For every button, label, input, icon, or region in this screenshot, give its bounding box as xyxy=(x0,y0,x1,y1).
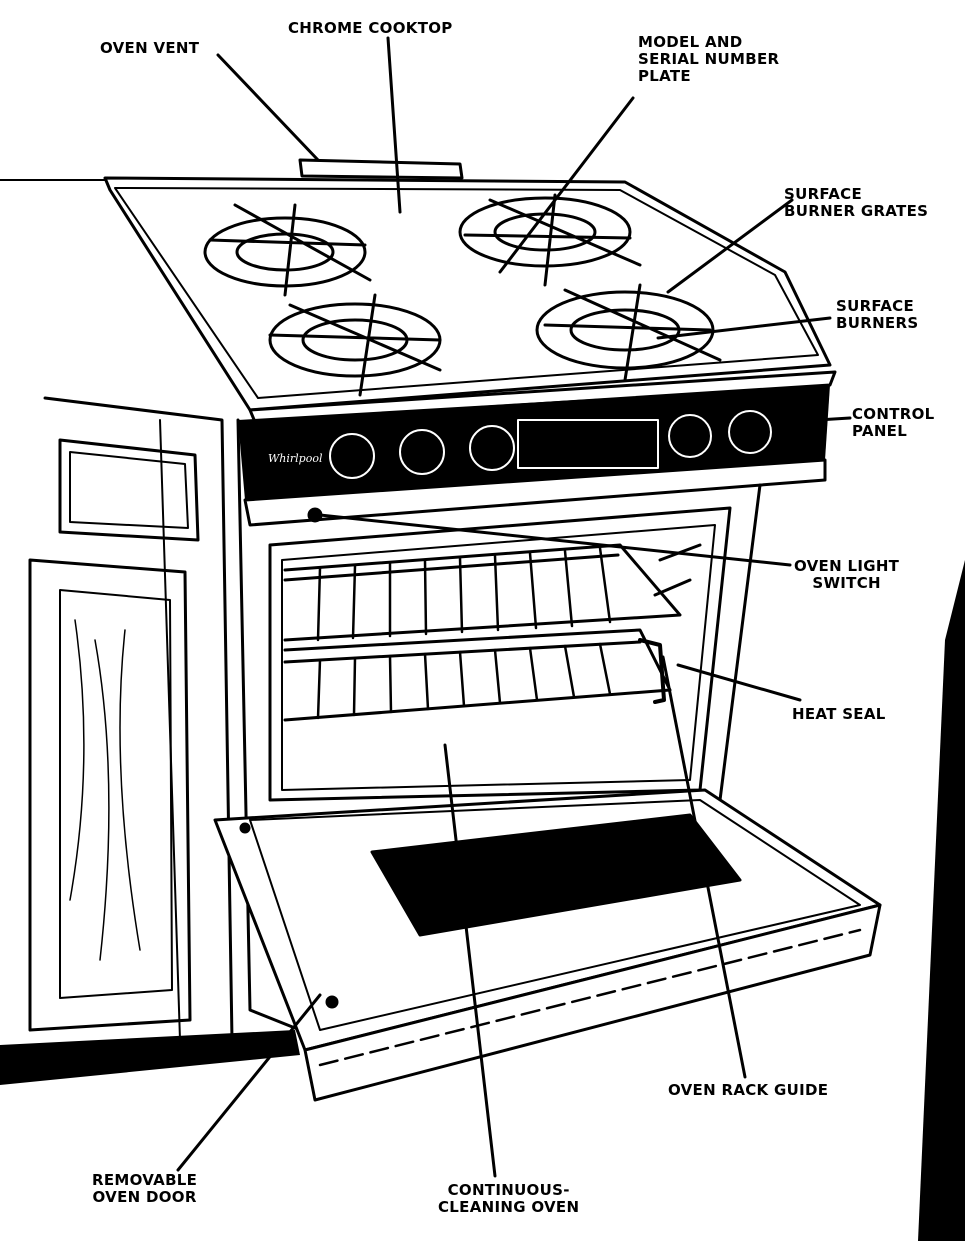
label-control-panel: CONTROL PANEL xyxy=(852,406,935,440)
label-continuous-cleaning-oven: CONTINUOUS- CLEANING OVEN xyxy=(438,1182,579,1216)
oven-vent-shape xyxy=(298,158,464,180)
label-continuous-cleaning-line2: CLEANING OVEN xyxy=(438,1198,580,1216)
cooktop xyxy=(103,158,837,424)
label-surface-burners-line2: BURNERS xyxy=(836,314,919,332)
floor-base xyxy=(0,1030,300,1085)
burner-grates xyxy=(203,193,722,397)
oven-racks xyxy=(283,543,702,722)
label-heat-seal: HEAT SEAL xyxy=(792,705,886,723)
label-model-serial-line1: MODEL AND xyxy=(638,33,743,51)
label-oven-light-line2: SWITCH xyxy=(812,574,881,592)
label-burner-grates-line2: BURNER GRATES xyxy=(784,202,929,220)
edge-shadow xyxy=(918,560,965,1241)
label-oven-light-line1: OVEN LIGHT xyxy=(794,557,900,575)
label-oven-vent: OVEN VENT xyxy=(100,39,200,57)
label-chrome-cooktop: CHROME COOKTOP xyxy=(288,19,453,37)
label-removable-door-line1: REMOVABLE xyxy=(92,1171,198,1189)
brand-logo: Whirlpool xyxy=(268,452,323,465)
label-removable-oven-door: REMOVABLE OVEN DOOR xyxy=(92,1172,197,1206)
label-model-serial-plate: MODEL AND SERIAL NUMBER PLATE xyxy=(638,34,779,85)
label-model-serial-line2: SERIAL NUMBER xyxy=(638,50,780,68)
label-model-serial-line3: PLATE xyxy=(638,67,691,85)
label-surface-burner-grates: SURFACE BURNER GRATES xyxy=(784,186,928,220)
label-oven-light-switch: OVEN LIGHT SWITCH xyxy=(794,558,899,592)
label-oven-rack-guide: OVEN RACK GUIDE xyxy=(668,1081,829,1099)
label-control-panel-line1: CONTROL xyxy=(852,405,935,423)
label-control-panel-line2: PANEL xyxy=(852,422,908,440)
oven-door xyxy=(213,788,882,1102)
left-cabinet xyxy=(0,396,234,1052)
label-surface-burners: SURFACE BURNERS xyxy=(836,298,918,332)
label-burner-grates-line1: SURFACE xyxy=(784,185,863,203)
leader-lines xyxy=(176,36,852,1178)
label-continuous-cleaning-line1: CONTINUOUS- xyxy=(447,1181,570,1199)
control-panel-shape xyxy=(238,385,830,527)
label-surface-burners-line1: SURFACE xyxy=(836,297,915,315)
label-removable-door-line2: OVEN DOOR xyxy=(92,1188,197,1206)
